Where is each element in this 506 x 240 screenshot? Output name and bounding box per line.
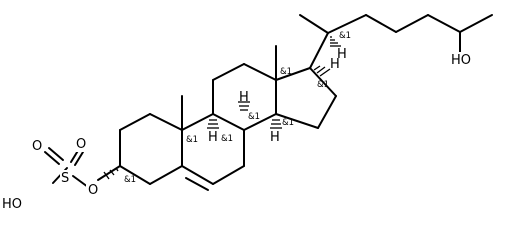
stereo-label-c9: &1 — [221, 134, 233, 144]
stereo-label-c17: &1 — [317, 80, 329, 90]
side-chain-hydroxyl-label: HO — [451, 53, 471, 68]
ester-oxygen-label: O — [88, 183, 98, 198]
atom-labels: HO O O S O HO H H H H H — [0, 47, 472, 212]
c9-hydrogen-label: H — [208, 130, 218, 145]
sulfonyl-oxygen-left-label: O — [32, 139, 42, 154]
stereo-labels: &1 &1 &1 &1 &1 &1 &1 &1 — [124, 31, 351, 185]
bonds — [44, 14, 493, 191]
sulfonyl-oxygen-right-label: O — [76, 137, 86, 152]
stereo-label-c20: &1 — [339, 31, 351, 41]
c17-hydrogen-label: H — [330, 57, 340, 72]
c20-hydrogen-label: H — [337, 47, 347, 62]
stereo-label-c10: &1 — [186, 135, 198, 145]
c14-hydrogen-label: H — [270, 130, 280, 145]
steroid-structure: HO O O S O HO H H H H H &1 &1 &1 &1 &1 &… — [0, 14, 493, 212]
c8-hydrogen-label: H — [239, 90, 249, 105]
stereo-label-c13: &1 — [280, 67, 292, 77]
stereo-label-c3: &1 — [124, 175, 136, 185]
hashed-bonds — [103, 36, 341, 180]
stereo-label-c14: &1 — [282, 118, 294, 128]
stereo-label-c8: &1 — [248, 112, 260, 122]
sulfonic-hydroxyl-label: HO — [2, 197, 22, 212]
sulfur-label: S — [61, 171, 69, 186]
